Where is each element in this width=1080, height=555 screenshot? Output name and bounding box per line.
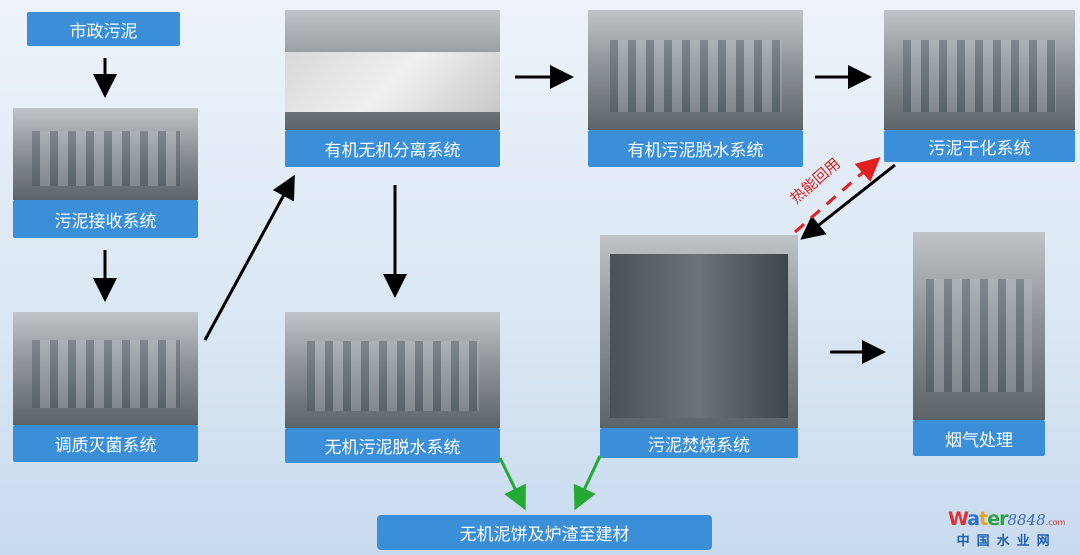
- photo-conditioning: [13, 312, 198, 425]
- node-conditioning: 调质灭菌系统: [13, 425, 198, 462]
- node-inorganic-dewatering: 无机污泥脱水系统: [285, 428, 500, 463]
- node-separation: 有机无机分离系统: [285, 130, 500, 167]
- arrow-conditioning-to-separation: [203, 174, 295, 341]
- node-drying: 污泥干化系统: [884, 130, 1075, 162]
- photo-organic-dewatering: [588, 10, 803, 130]
- arrow-incineration-to-materials: [573, 455, 602, 511]
- photo-separation: [285, 10, 500, 130]
- watermark-logo: Water8848.com 中国水业网: [948, 508, 1066, 549]
- node-receiving: 污泥接收系统: [13, 200, 198, 238]
- node-incineration: 污泥焚烧系统: [600, 428, 798, 458]
- photo-drying: [884, 10, 1075, 130]
- photo-receiving: [13, 108, 198, 200]
- node-organic-dewatering: 有机污泥脱水系统: [588, 130, 803, 167]
- arrow-heat-recovery: [794, 157, 881, 234]
- node-municipal-sludge: 市政污泥: [27, 12, 180, 46]
- photo-flue-gas: [913, 232, 1045, 420]
- photo-inorganic-dewatering: [285, 312, 500, 428]
- node-flue-gas: 烟气处理: [913, 420, 1045, 456]
- photo-incineration: [600, 235, 798, 428]
- node-building-materials: 无机泥饼及炉渣至建材: [377, 515, 712, 550]
- arrow-inorganic-to-materials: [498, 457, 526, 511]
